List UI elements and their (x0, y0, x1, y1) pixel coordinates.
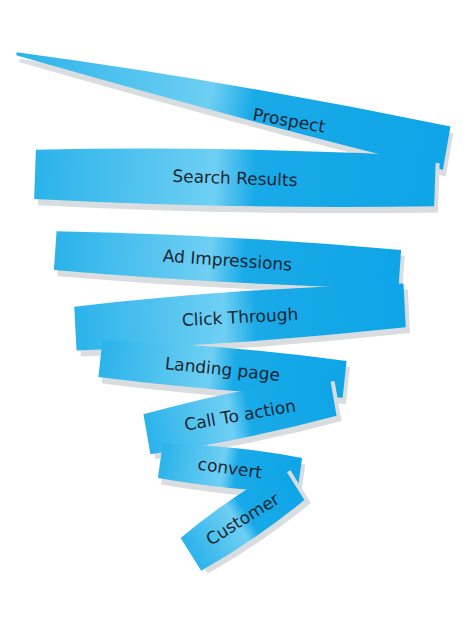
band-label: Landing page (164, 353, 281, 385)
band-fill (54, 225, 401, 295)
band-fill (34, 142, 436, 214)
ribbon-band: Click Through (74, 283, 406, 350)
band-label: Prospect (251, 104, 326, 136)
band-fill (142, 375, 337, 455)
band-label: Ad Impressions (162, 246, 293, 275)
band-label: Call To action (183, 395, 298, 434)
band-label: Search Results (172, 166, 298, 190)
band-label: convert (197, 454, 264, 483)
ribbon-band: Ad Impressions (54, 226, 401, 294)
band-fill (74, 282, 406, 351)
band-label: Click Through (181, 304, 298, 330)
band-label: Customer (202, 489, 283, 550)
band-fill (177, 466, 307, 571)
band-text-box: Click Through (74, 283, 406, 350)
